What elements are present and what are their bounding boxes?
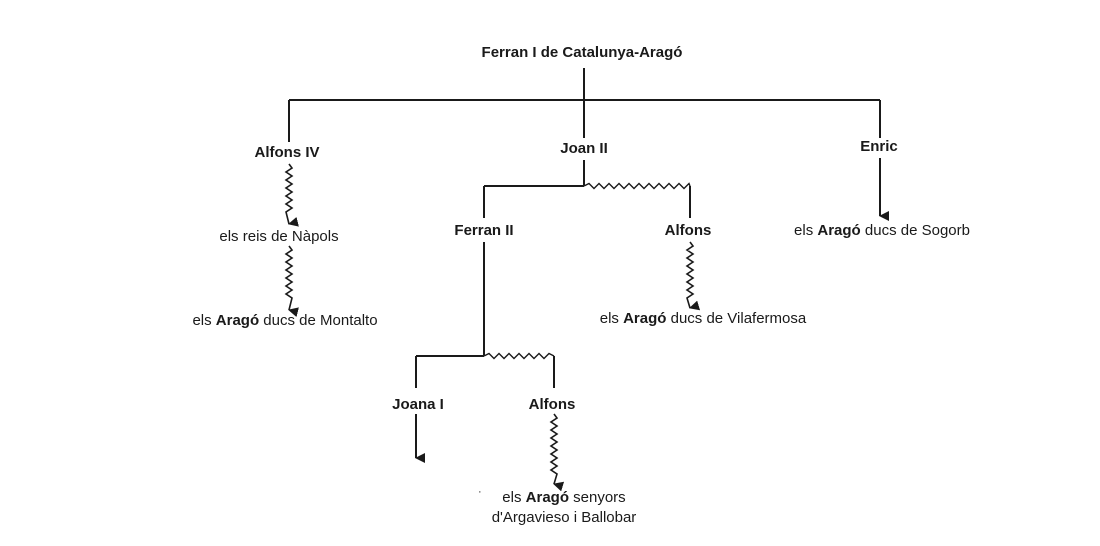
reis-napols-node: els reis de Nàpols (219, 228, 339, 245)
alfons-2-node: Alfons (528, 396, 576, 413)
alfons-iv-napols-arrow (284, 163, 299, 227)
joan-ii-node: Joan II (560, 140, 608, 157)
stray-mark: · (478, 486, 482, 498)
enric-node: Enric (860, 138, 898, 155)
argavieso-node: els Aragó senyors d'Argavieso i Ballobar (491, 489, 637, 526)
alfons-iv-node: Alfons IV (254, 144, 320, 161)
sogorb-surname: Aragó (817, 222, 861, 239)
montalto-node: els Aragó ducs de Montalto (192, 312, 378, 329)
joan-ii-illegitimate-line (583, 182, 691, 190)
argavieso-surname: Aragó (525, 489, 569, 506)
napols-montalto-arrow (284, 245, 299, 318)
vilafermosa-node: els Aragó ducs de Vilafermosa (599, 310, 807, 327)
montalto-surname: Aragó (215, 312, 260, 329)
root-node: Ferran I de Catalunya-Aragó (481, 44, 683, 61)
ferran-ii-node: Ferran II (454, 222, 514, 239)
sogorb-node: els Aragó ducs de Sogorb (794, 222, 970, 239)
joana-i-node: Joana I (392, 396, 444, 413)
alfons-2-argavieso-arrow (549, 413, 565, 492)
vilafermosa-surname: Aragó (623, 310, 667, 327)
alfons-vilafermosa-arrow (685, 241, 701, 311)
alfons-node: Alfons (664, 222, 712, 239)
ferran-ii-illegitimate-line (483, 352, 555, 360)
